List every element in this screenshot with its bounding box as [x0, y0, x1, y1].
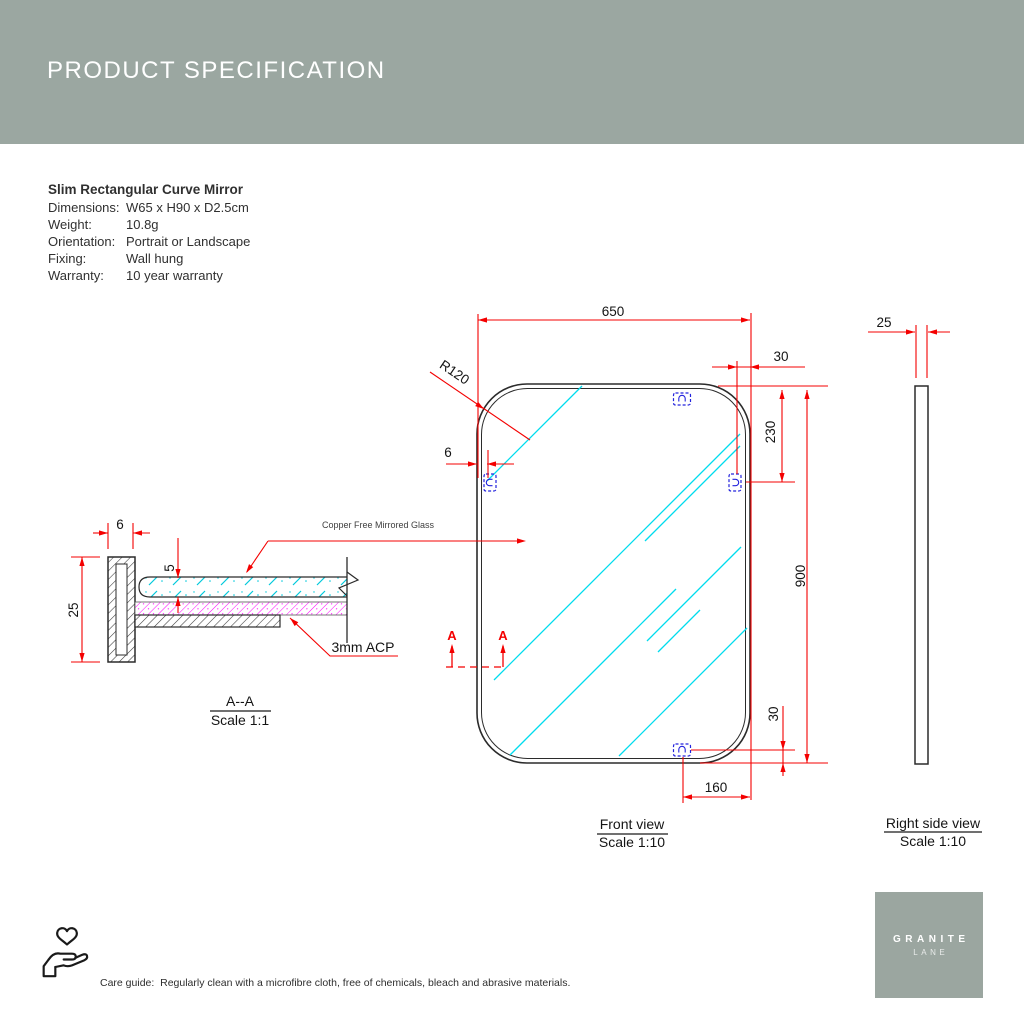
arrowhead — [728, 364, 737, 370]
hand-heart-icon — [42, 927, 89, 978]
glass-callout: Copper Free Mirrored Glass — [246, 520, 526, 573]
glass-label: Copper Free Mirrored Glass — [322, 520, 435, 530]
dim-clip-x — [682, 757, 750, 803]
arrowhead — [79, 653, 85, 662]
hanging-clip-right — [728, 473, 742, 492]
arrowhead — [804, 754, 810, 763]
spec-row: Orientation: Portrait or Landscape — [48, 233, 250, 250]
section-letter: A — [498, 628, 508, 643]
arrowhead — [99, 530, 108, 536]
arrowhead — [468, 461, 477, 467]
section-view: 6 25 5 3mm ACP A--A — [66, 517, 398, 728]
brand-logo-line1: GRANITE — [893, 933, 970, 945]
arrowhead — [750, 364, 759, 370]
arrowhead — [683, 794, 692, 800]
spec-label: Warranty: — [48, 268, 104, 283]
spec-value: W65 x H90 x D2.5cm — [126, 200, 249, 215]
acp-layer — [134, 601, 348, 616]
hanging-clip-left — [483, 473, 497, 492]
front-scale: Scale 1:10 — [599, 834, 665, 850]
spec-value: 10 year warranty — [126, 268, 223, 283]
frame-profile-cavity — [115, 563, 128, 656]
dim-label: 650 — [602, 304, 625, 319]
side-scale: Scale 1:10 — [900, 833, 966, 849]
product-name: Slim Rectangular Curve Mirror — [48, 182, 244, 197]
arrowhead — [246, 564, 254, 573]
product-details: Slim Rectangular Curve Mirror Dimensions… — [48, 181, 250, 284]
mirror-outline — [476, 383, 751, 764]
header-band: PRODUCT SPECIFICATION — [0, 0, 1024, 144]
arrowhead — [779, 390, 785, 399]
arrowhead — [780, 763, 786, 772]
front-view: 650 R120 6 30 — [246, 304, 828, 850]
reflection-lines — [486, 385, 748, 757]
arrowhead — [928, 329, 937, 335]
side-caption: Right side view — [886, 815, 981, 831]
spec-value: Wall hung — [126, 251, 184, 266]
spec-label: Fixing: — [48, 251, 87, 266]
dim-label: 25 — [66, 602, 81, 617]
spec-label: Weight: — [48, 217, 92, 232]
section-scale: Scale 1:1 — [211, 712, 270, 728]
dim-label: 230 — [763, 421, 778, 444]
arrowhead — [79, 557, 85, 566]
break-symbol — [337, 571, 360, 597]
spec-value: 10.8g — [126, 217, 159, 232]
acp-label: 3mm ACP — [331, 639, 394, 655]
dim-label: 900 — [793, 565, 808, 588]
arrowhead — [804, 390, 810, 399]
arrowhead — [906, 329, 915, 335]
dim-label: 30 — [773, 349, 788, 364]
arrowhead — [741, 794, 750, 800]
brand-logo: GRANITE LANE — [875, 892, 983, 998]
arrowhead — [175, 569, 181, 578]
dim-label: 6 — [116, 517, 124, 532]
front-caption: Front view — [600, 816, 665, 832]
spec-label: Orientation: — [48, 234, 116, 249]
dim-label: 6 — [444, 445, 452, 460]
spec-row: Weight: 10.8g — [48, 216, 250, 233]
hanging-clip-bottom — [672, 743, 692, 757]
section-caption: A--A — [226, 693, 255, 709]
arrowhead — [475, 401, 484, 409]
dim-height — [700, 390, 828, 764]
acp-callout: 3mm ACP — [289, 617, 398, 657]
dim-depth — [71, 556, 100, 663]
spec-row: Dimensions: W65 x H90 x D2.5cm — [48, 199, 250, 216]
frame-return-leg — [134, 614, 281, 628]
arrowhead — [290, 618, 299, 627]
care-guide-text: Care guide: Regularly clean with a micro… — [100, 977, 571, 989]
arrowhead — [449, 644, 455, 653]
dim-clip-top — [718, 385, 828, 483]
brand-logo-line2: LANE — [913, 947, 949, 957]
section-cut-marker: A A — [446, 628, 508, 668]
dim-label: 5 — [162, 564, 177, 572]
arrowhead — [517, 538, 526, 544]
page-title: PRODUCT SPECIFICATION — [47, 57, 386, 84]
arrowhead — [780, 741, 786, 750]
side-view: 25 Right side view Scale 1:10 — [868, 315, 982, 849]
spec-row: Fixing: Wall hung — [48, 250, 250, 267]
section-letter: A — [447, 628, 457, 643]
spec-value: Portrait or Landscape — [126, 234, 251, 249]
side-profile — [914, 385, 929, 765]
arrowhead — [500, 644, 506, 653]
arrowhead — [779, 473, 785, 482]
dim-width — [477, 313, 752, 800]
dim-label: 160 — [705, 780, 728, 795]
spec-row: Warranty: 10 year warranty — [48, 267, 250, 284]
arrowhead — [741, 317, 750, 323]
arrowhead — [175, 597, 181, 606]
arrowhead — [487, 461, 496, 467]
dim-label: 25 — [876, 315, 891, 330]
glass-layer — [138, 576, 347, 598]
radius-label: R120 — [437, 357, 472, 387]
arrowhead — [478, 317, 487, 323]
arrowhead — [133, 530, 142, 536]
spec-label: Dimensions: — [48, 200, 120, 215]
hanging-clip-top — [672, 392, 692, 406]
mirror-inner-outline — [481, 388, 746, 759]
dim-label: 30 — [766, 706, 781, 721]
